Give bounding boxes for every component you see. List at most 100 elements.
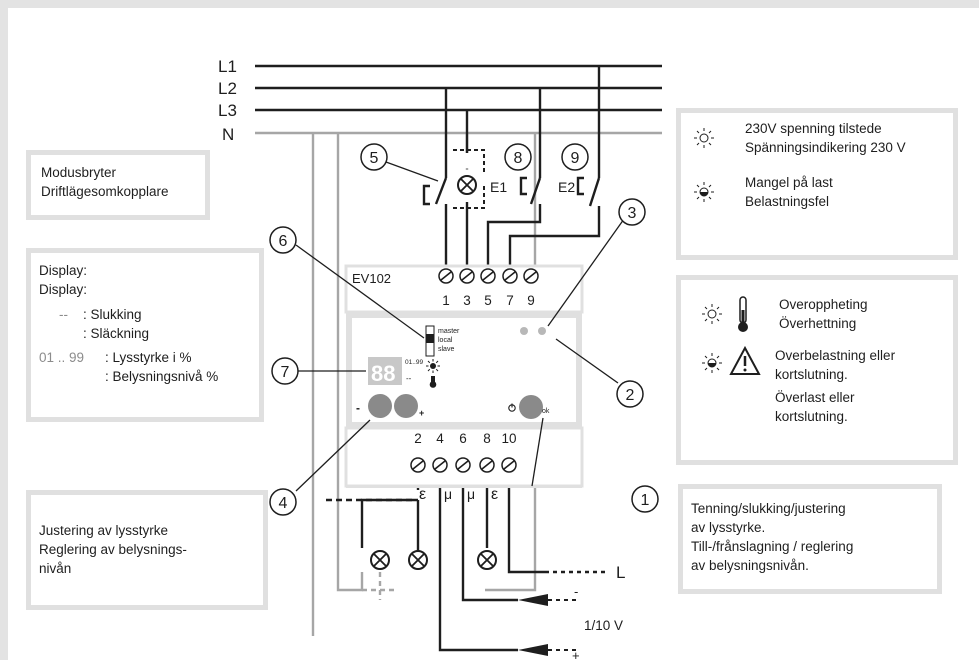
terminal-number: 3 xyxy=(463,293,471,308)
fault-led xyxy=(538,327,546,335)
callout-number: 7 xyxy=(281,364,290,381)
sun-led-icon xyxy=(426,359,440,373)
onoff-box: Tenning/slukking/justering av lysstyrke.… xyxy=(678,484,942,594)
callout-number: 2 xyxy=(626,387,635,404)
callout-number: 5 xyxy=(370,150,379,167)
half-sun-icon xyxy=(702,353,722,373)
terminal-number: 6 xyxy=(459,431,467,446)
callout-number: 1 xyxy=(641,492,650,509)
callout-marker: 1 xyxy=(631,485,659,513)
sun-icon xyxy=(702,304,722,324)
bus-l2-label: L2 xyxy=(218,79,237,98)
sun-icon xyxy=(694,128,714,148)
control-minus-label: - xyxy=(574,584,578,599)
relay-dash-box xyxy=(453,149,485,209)
terminal-symbol: ε xyxy=(419,486,426,503)
display-off-text: : Slukking xyxy=(83,307,142,322)
terminal-screw xyxy=(459,268,475,284)
display-title: Display: xyxy=(39,282,88,297)
bus-n-label: N xyxy=(222,125,234,144)
switch-e2-contact xyxy=(588,177,601,207)
lamp-icon xyxy=(370,550,390,570)
control-plus-label: + xyxy=(572,648,580,660)
terminal-screw xyxy=(480,268,496,284)
local-lamp-icon xyxy=(457,175,477,195)
ok-button[interactable] xyxy=(519,395,543,419)
neutral-lamp-dash xyxy=(362,572,395,600)
arrow-control-plus xyxy=(518,644,548,656)
terminal-symbol: μ xyxy=(444,486,452,502)
fault-line: Överhettning xyxy=(779,316,857,331)
callout-marker: 6 xyxy=(269,226,297,254)
terminal-screw xyxy=(438,268,454,284)
terminal-number: 4 xyxy=(436,431,444,446)
wire-e2-switch xyxy=(508,66,601,268)
device-display xyxy=(368,357,402,385)
wire-output-l xyxy=(507,478,545,574)
callout-leader xyxy=(295,244,425,339)
callout-leader xyxy=(547,218,625,327)
terminal-number: 1 xyxy=(442,293,450,308)
terminal-number: 5 xyxy=(484,293,492,308)
terminal-number: 10 xyxy=(501,431,516,446)
plus-button-label: + xyxy=(419,408,424,418)
thermometer-icon xyxy=(738,296,748,332)
thermometer-icon xyxy=(429,376,437,388)
arrow-control-minus xyxy=(518,594,548,606)
control-voltage-label: 1/10 V xyxy=(584,618,623,633)
callout-number: 6 xyxy=(279,233,288,250)
terminal-screw xyxy=(479,457,495,473)
callout-marker: 9 xyxy=(561,143,589,171)
display-range-code: 01 .. 99 xyxy=(39,350,85,365)
fault-line: Overbelastning eller xyxy=(775,348,896,363)
onoff-line: Tenning/slukking/justering xyxy=(691,501,846,516)
terminal-screw xyxy=(502,268,518,284)
callout-leader xyxy=(385,161,439,182)
warning-icon xyxy=(729,346,761,375)
minus-button-label: - xyxy=(356,401,360,415)
callout-number: 3 xyxy=(628,205,637,222)
terminal-screw xyxy=(410,457,426,473)
display-range-label: 01..99 xyxy=(405,359,423,366)
load-e2-label: E2 xyxy=(558,179,575,195)
callout-marker: 3 xyxy=(618,198,646,226)
voltage-led xyxy=(520,327,528,335)
terminal-symbol: μ xyxy=(467,486,475,502)
display-off-text: : Släckning xyxy=(83,326,150,341)
dimming-line: Reglering av belysnings- xyxy=(39,542,187,557)
ok-button-label: ok xyxy=(542,408,550,415)
terminal-screw xyxy=(501,457,517,473)
terminal-number: 8 xyxy=(483,431,491,446)
wire-mu-right xyxy=(461,478,518,602)
switch-option-slave: slave xyxy=(438,346,454,353)
display-title: Display: xyxy=(39,263,88,278)
callout-marker: 8 xyxy=(504,143,532,171)
callout-leader xyxy=(295,419,371,492)
device-model-label: EV102 xyxy=(352,271,391,286)
plus-button[interactable] xyxy=(394,394,418,418)
minus-button[interactable] xyxy=(368,394,392,418)
switch-5-contact xyxy=(434,177,448,205)
wire-local-lamp xyxy=(422,184,430,206)
display-off-label: -- xyxy=(406,374,412,383)
bus-l3-label: L3 xyxy=(218,101,237,120)
half-sun-icon xyxy=(694,182,714,202)
switch-e1-contact xyxy=(529,177,542,205)
callout-marker: 5 xyxy=(360,143,388,171)
fault-line: Overoppheting xyxy=(779,297,868,312)
voltage-line: Spänningsindikering 230 V xyxy=(745,140,906,155)
device-bottom-block xyxy=(344,426,584,488)
voltage-line: Mangel på last xyxy=(745,175,833,190)
fault-line: kortslutning. xyxy=(775,367,848,382)
callout-number: 8 xyxy=(514,150,523,167)
load-e1-label: E1 xyxy=(490,179,507,195)
fault-line: Överlast eller xyxy=(775,390,855,405)
lamp-icon xyxy=(408,550,428,570)
callout-leader xyxy=(531,417,544,487)
terminal-symbol: ε xyxy=(491,486,498,503)
callout-number: 9 xyxy=(571,150,580,167)
